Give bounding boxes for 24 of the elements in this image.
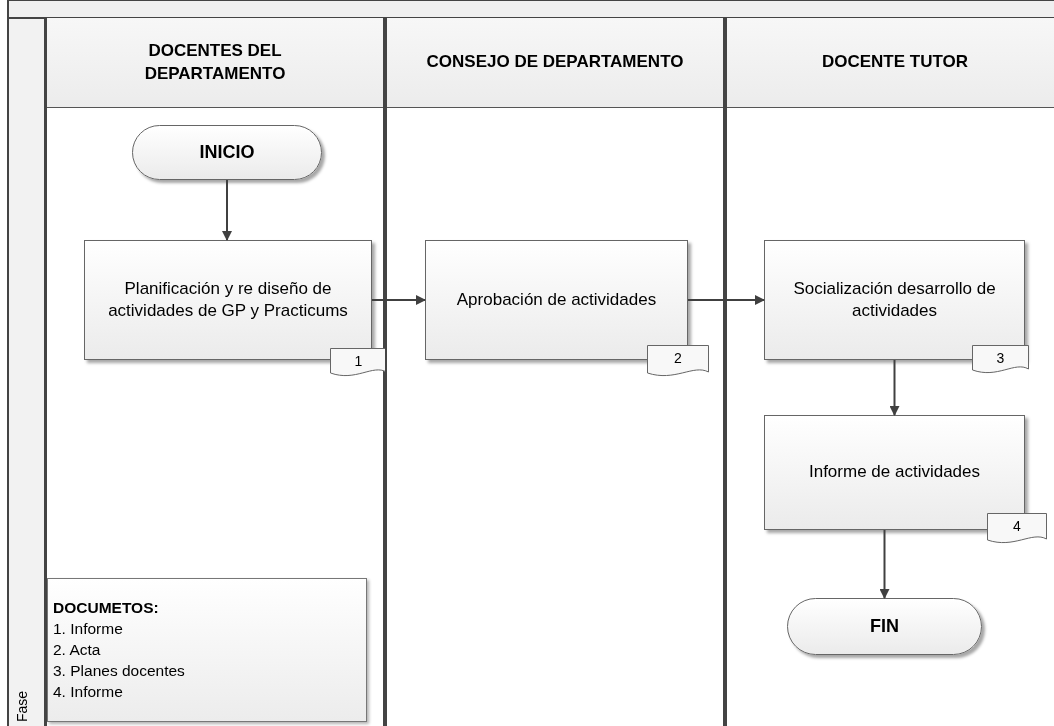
lane-header: DOCENTES DEL DEPARTAMENTO	[47, 18, 383, 108]
lane-header: DOCENTE TUTOR	[727, 18, 1054, 108]
arrow	[879, 529, 890, 599]
terminator: INICIO	[132, 125, 322, 180]
arrow	[222, 179, 232, 241]
arrow	[889, 359, 900, 416]
list-item: 4. Informe	[53, 682, 124, 702]
swimlane	[725, 18, 1054, 726]
swimlane	[385, 18, 725, 726]
arrow	[687, 295, 765, 305]
panel-heading: DOCUMETOS:	[53, 598, 160, 618]
document-symbol	[647, 345, 709, 378]
document-symbol	[987, 513, 1047, 545]
list-item: 3. Planes docentes	[53, 661, 186, 681]
swimlane	[45, 18, 385, 726]
documents-panel	[47, 578, 367, 722]
arrow	[371, 295, 426, 305]
terminator: FIN	[787, 598, 982, 655]
lane-header: CONSEJO DE DEPARTAMENTO	[387, 18, 723, 108]
list-item: 1. Informe	[53, 619, 124, 639]
phase-label: Fase	[14, 690, 30, 722]
document-symbol	[330, 348, 387, 378]
list-item: 2. Acta	[53, 640, 102, 660]
document-symbol	[972, 345, 1029, 375]
